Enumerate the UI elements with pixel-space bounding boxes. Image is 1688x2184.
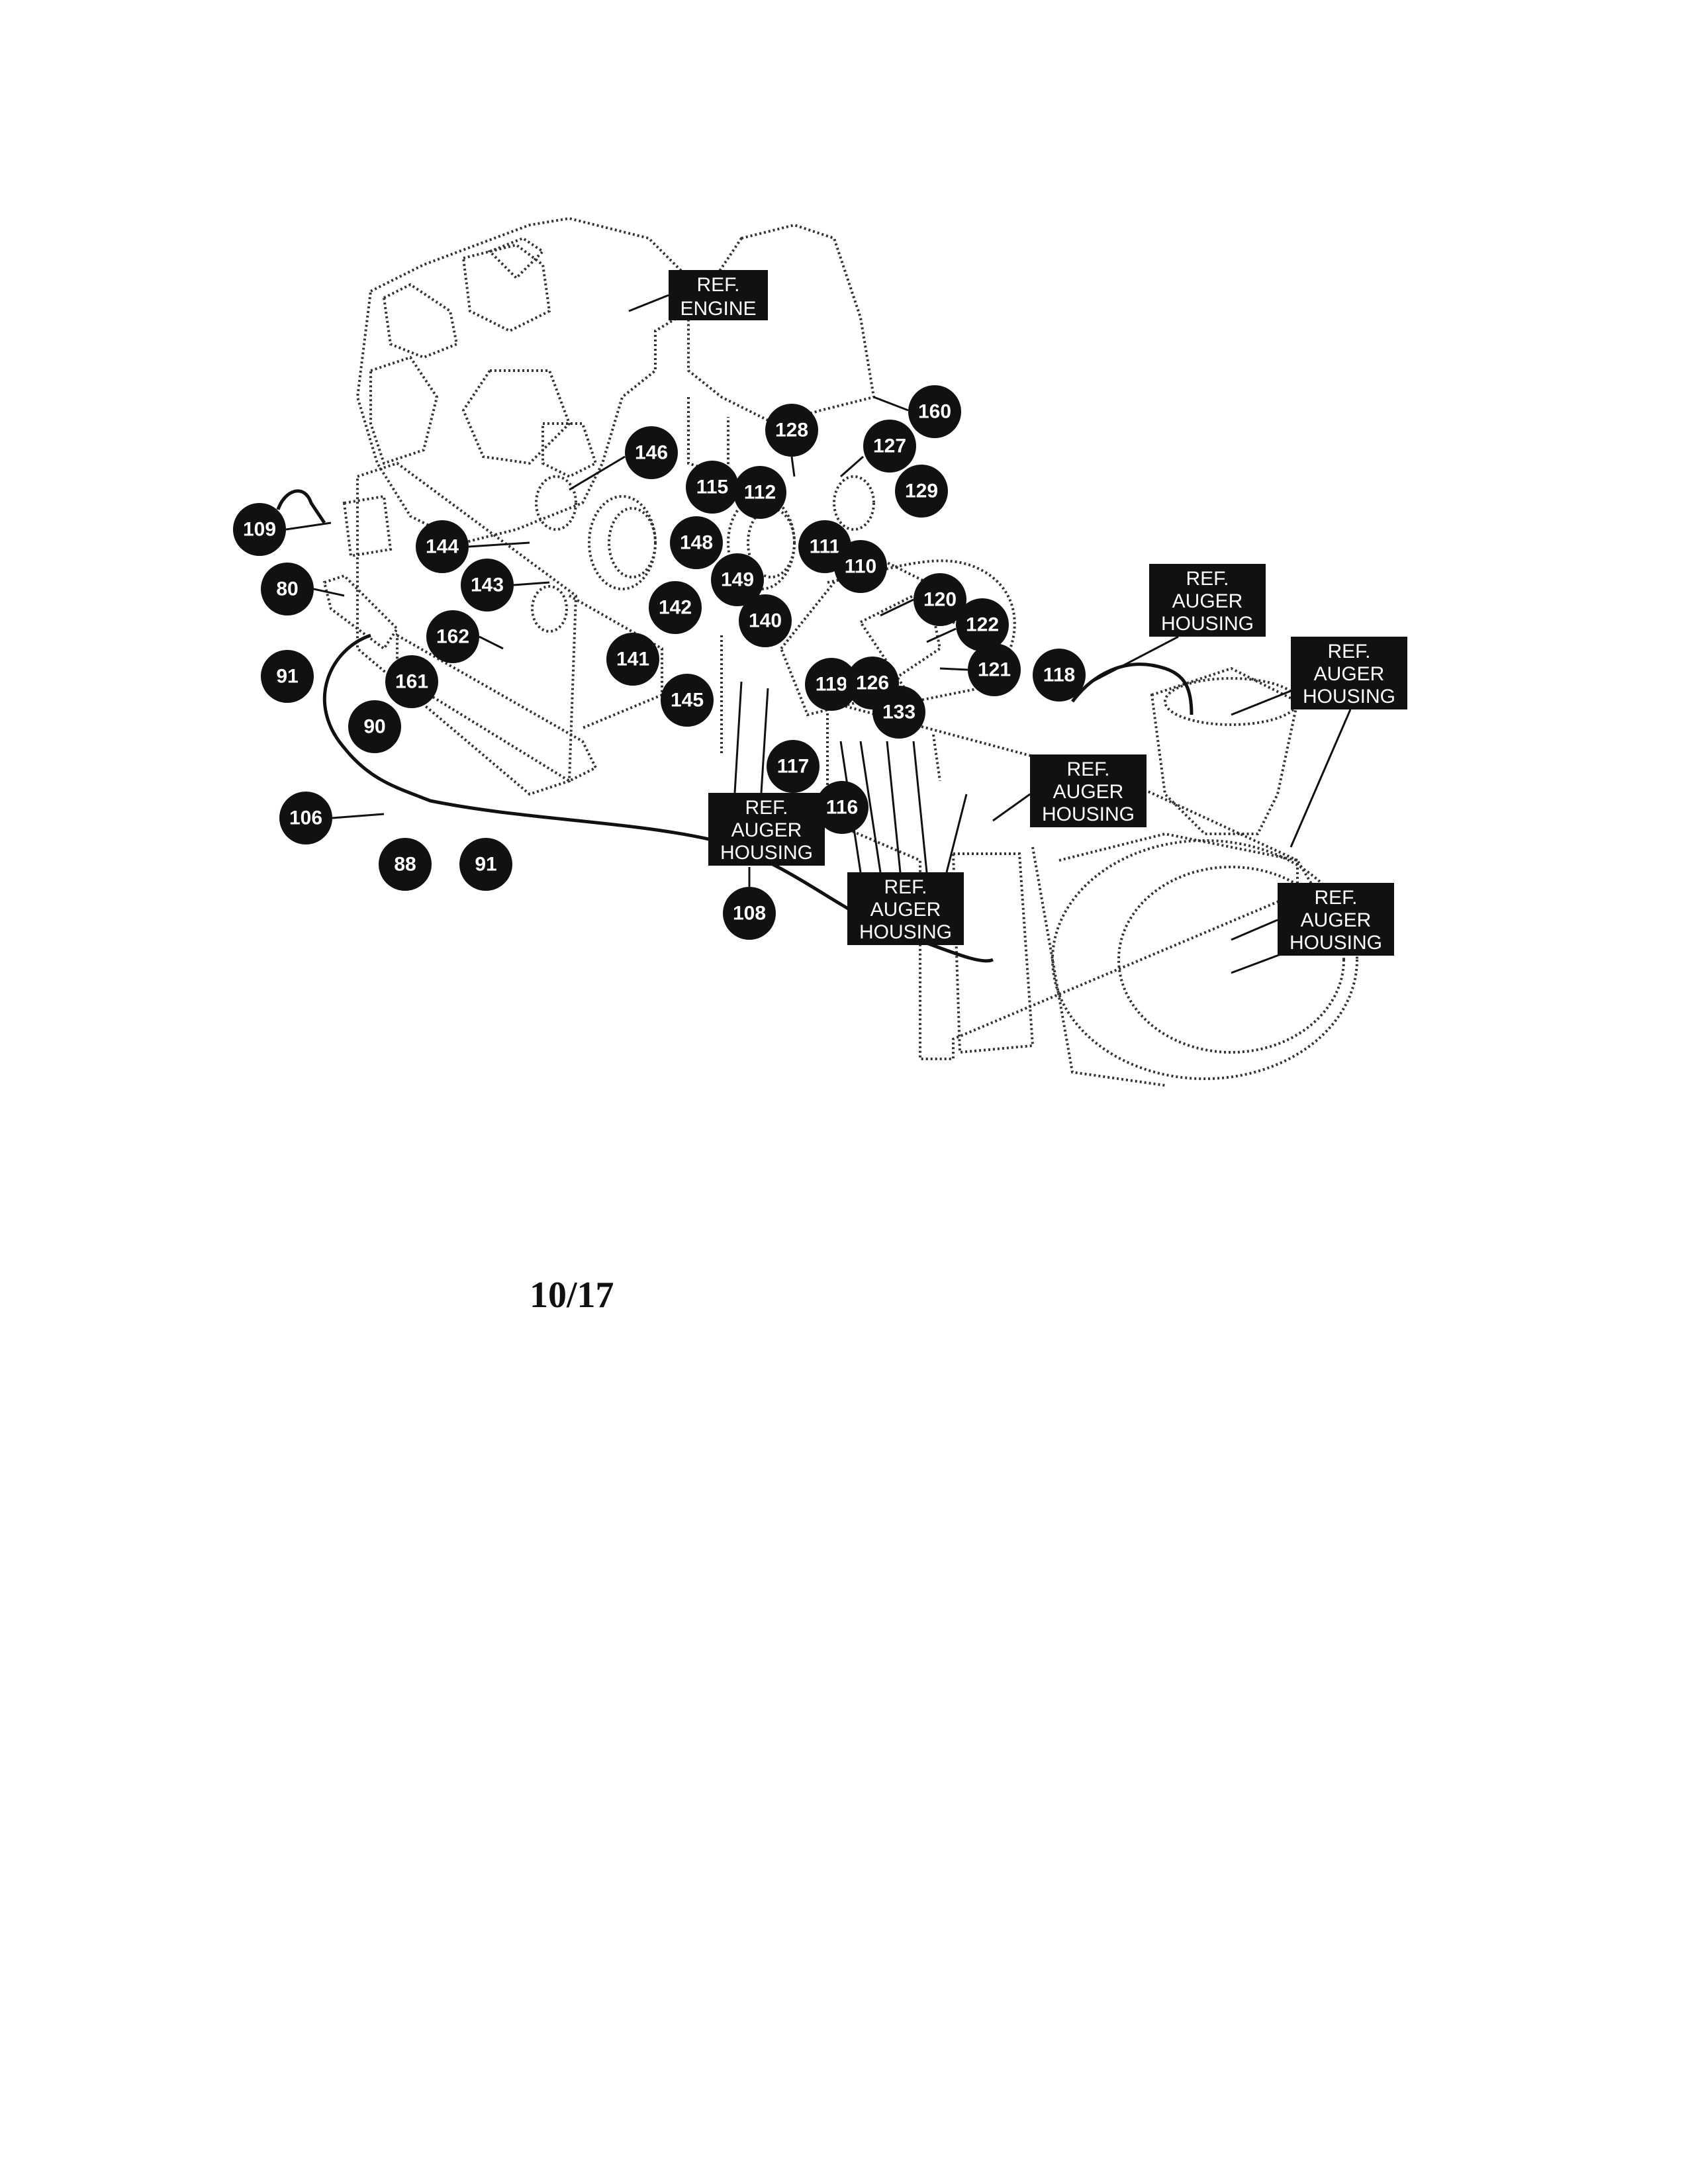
callout-120: 120 — [914, 573, 966, 626]
callout-118: 118 — [1033, 649, 1086, 702]
callout-146: 146 — [625, 426, 678, 479]
svg-text:108: 108 — [733, 903, 766, 925]
callout-142: 142 — [649, 581, 702, 634]
callout-121: 121 — [968, 643, 1021, 696]
ref-label-line: AUGER — [1301, 909, 1372, 931]
callout-91-left: 91 — [261, 650, 314, 703]
callout-91-bottom: 91 — [459, 838, 512, 891]
ref-label-line: AUGER — [731, 819, 802, 841]
svg-text:143: 143 — [471, 574, 504, 596]
svg-text:140: 140 — [749, 610, 782, 632]
svg-text:133: 133 — [882, 702, 915, 723]
svg-text:161: 161 — [395, 671, 428, 693]
callout-127: 127 — [863, 420, 916, 473]
callout-122: 122 — [956, 598, 1009, 651]
ref-label-auger-housing-4: REF. AUGER HOUSING — [708, 793, 825, 866]
ref-label-line: REF. — [1327, 641, 1370, 662]
callout-143: 143 — [461, 559, 514, 612]
ref-label-line: HOUSING — [859, 921, 952, 943]
ref-label-line: REF. — [1186, 568, 1229, 590]
ref-label-auger-housing-1: REF. AUGER HOUSING — [1149, 564, 1266, 637]
callout-145: 145 — [661, 674, 714, 727]
svg-text:120: 120 — [923, 589, 957, 611]
ref-label-engine: REF. ENGINE — [669, 270, 768, 320]
callout-106: 106 — [279, 792, 332, 844]
svg-text:91: 91 — [276, 666, 298, 688]
svg-text:110: 110 — [845, 556, 876, 578]
svg-text:142: 142 — [659, 597, 692, 619]
callout-88: 88 — [379, 838, 432, 891]
svg-text:127: 127 — [873, 435, 906, 457]
svg-text:122: 122 — [966, 614, 999, 636]
ref-label-line: HOUSING — [1161, 613, 1254, 635]
svg-text:88: 88 — [394, 854, 416, 876]
ref-label-auger-housing-3: REF. AUGER HOUSING — [1030, 754, 1147, 827]
ref-label-line: AUGER — [1053, 781, 1124, 803]
callout-133: 133 — [872, 686, 925, 739]
ref-label-line: AUGER — [1314, 663, 1385, 685]
callout-116: 116 — [816, 781, 868, 834]
ref-label-line: HOUSING — [1042, 803, 1135, 825]
svg-text:145: 145 — [671, 690, 704, 711]
callout-115: 115 — [686, 461, 739, 514]
ref-label-line: REF. — [1066, 758, 1109, 780]
svg-text:129: 129 — [905, 480, 938, 502]
ref-label-line: HOUSING — [1303, 686, 1395, 707]
svg-text:146: 146 — [635, 442, 668, 464]
svg-text:126: 126 — [856, 672, 889, 694]
svg-text:115: 115 — [696, 477, 728, 498]
callout-80: 80 — [261, 563, 314, 615]
callout-144: 144 — [416, 520, 469, 573]
ref-label-line: AUGER — [870, 899, 941, 921]
svg-text:117: 117 — [777, 756, 809, 778]
callout-109: 109 — [233, 503, 286, 556]
svg-text:90: 90 — [363, 716, 385, 738]
callout-141: 141 — [606, 633, 659, 686]
svg-text:162: 162 — [436, 626, 469, 648]
callout-110: 110 — [834, 540, 887, 593]
svg-text:119: 119 — [816, 674, 847, 696]
callout-129: 129 — [895, 465, 948, 518]
callout-148: 148 — [670, 516, 723, 569]
svg-text:121: 121 — [978, 659, 1011, 681]
callout-149: 149 — [711, 553, 764, 606]
callout-117: 117 — [767, 740, 820, 793]
svg-text:80: 80 — [276, 578, 298, 600]
ref-label-line: REF. — [696, 274, 739, 296]
svg-text:148: 148 — [680, 532, 713, 554]
callout-161: 161 — [385, 655, 438, 708]
page-number: 10/17 — [530, 1275, 614, 1316]
svg-text:109: 109 — [243, 519, 276, 541]
callout-112: 112 — [733, 466, 786, 519]
svg-text:160: 160 — [918, 401, 951, 423]
ref-label-auger-housing-5: REF. AUGER HOUSING — [847, 872, 964, 945]
ref-label-line: ENGINE — [680, 298, 756, 320]
callout-119: 119 — [805, 658, 858, 711]
callout-108: 108 — [723, 887, 776, 940]
svg-text:128: 128 — [775, 420, 808, 441]
ref-label-line: AUGER — [1172, 590, 1243, 612]
svg-text:144: 144 — [426, 536, 459, 558]
ref-label-auger-housing-6: REF. AUGER HOUSING — [1278, 883, 1394, 956]
callout-128: 128 — [765, 404, 818, 457]
ref-label-line: REF. — [745, 797, 788, 819]
svg-text:106: 106 — [289, 807, 322, 829]
ref-label-line: HOUSING — [1289, 932, 1382, 954]
callout-162: 162 — [426, 610, 479, 663]
ref-label-line: HOUSING — [720, 842, 813, 864]
callout-160: 160 — [908, 385, 961, 438]
svg-text:111: 111 — [810, 536, 841, 558]
callout-140: 140 — [739, 594, 792, 647]
svg-text:149: 149 — [721, 569, 754, 591]
ref-label-line: REF. — [1314, 887, 1357, 909]
svg-text:141: 141 — [616, 649, 649, 670]
ref-label-line: REF. — [884, 876, 927, 898]
svg-text:112: 112 — [744, 482, 776, 504]
svg-text:118: 118 — [1043, 664, 1075, 686]
svg-text:116: 116 — [826, 797, 858, 819]
ref-label-auger-housing-2: REF. AUGER HOUSING — [1291, 637, 1407, 709]
svg-text:91: 91 — [475, 854, 496, 876]
callout-90: 90 — [348, 700, 401, 753]
